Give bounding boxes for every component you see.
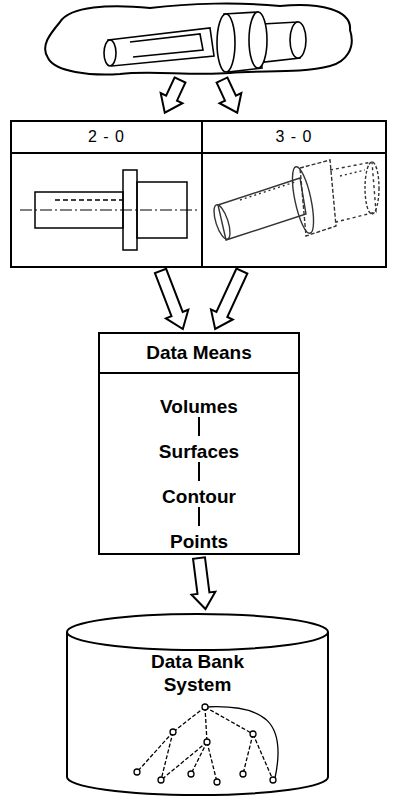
block-arrow [155, 269, 188, 329]
outline-blob [45, 4, 352, 75]
box-heading: Data Means [100, 334, 298, 374]
cylinder-outline [65, 612, 330, 797]
box-heading: 2 - 0 [12, 122, 201, 154]
database-cylinder: Data Bank System [65, 612, 330, 797]
two-d-drawing [20, 170, 197, 250]
block-arrow [211, 268, 247, 329]
view-cell: 3 - 0 [201, 120, 387, 268]
view-cell: 2 - 0 [10, 120, 203, 268]
box-heading: 3 - 0 [203, 122, 385, 154]
tree-graph [134, 704, 278, 785]
block-arrow [154, 75, 191, 118]
list-item: Surfaces [100, 429, 298, 474]
list-tick [198, 417, 200, 526]
three-d-sketch [211, 160, 379, 241]
list-item: Volumes [100, 384, 298, 429]
list-box: Data MeansVolumesSurfacesContourPoints [98, 332, 300, 555]
block-arrow [192, 557, 216, 609]
block-arrow [211, 75, 248, 118]
box-heading: Data Bank System [128, 650, 268, 696]
list-item: Points [100, 519, 298, 564]
list-item: Contour [100, 474, 298, 519]
part-sketch [104, 12, 306, 72]
